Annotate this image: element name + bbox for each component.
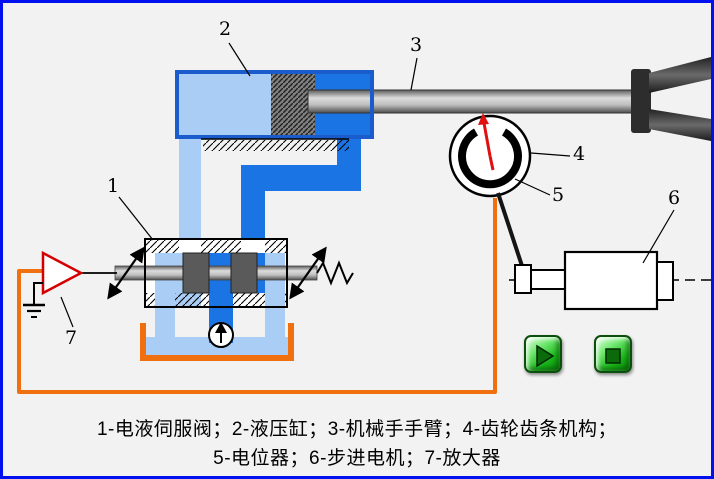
play-icon bbox=[536, 344, 555, 368]
valve-spring-right bbox=[316, 260, 354, 286]
ground-lead bbox=[33, 282, 43, 305]
amplifier-triangle bbox=[41, 250, 84, 296]
valve-outline bbox=[144, 238, 288, 308]
leader-2 bbox=[228, 42, 251, 77]
valve-wall-hatch bbox=[145, 293, 155, 307]
valve-wall-hatch bbox=[265, 239, 287, 253]
play-button[interactable] bbox=[524, 335, 562, 373]
motor-linkage bbox=[496, 192, 527, 276]
tank-wall-left bbox=[140, 323, 146, 361]
valve-wall-hatch bbox=[201, 239, 241, 253]
spool-land-right bbox=[230, 252, 258, 294]
tank-wall-bottom bbox=[140, 355, 294, 361]
leader-6 bbox=[642, 209, 675, 264]
pump-arrow-head bbox=[215, 322, 227, 333]
valve-wall-hatch bbox=[233, 293, 265, 307]
gear-potentiometer bbox=[448, 113, 532, 198]
valve-wall-hatch bbox=[145, 239, 179, 253]
leader-4 bbox=[530, 152, 571, 157]
motor-end-cap bbox=[656, 261, 674, 301]
valve-arrow-left bbox=[107, 246, 145, 300]
valve-arrow-right bbox=[289, 246, 327, 300]
label-7: 7 bbox=[65, 327, 78, 349]
return-pipe-right bbox=[265, 307, 285, 343]
label-3: 3 bbox=[410, 34, 423, 56]
claw-upper-jaw bbox=[649, 57, 711, 93]
needle-arrowhead bbox=[478, 113, 489, 125]
tank-wall-right bbox=[288, 323, 294, 361]
caption-line-1: 1-电液伺服阀；2-液压缸；3-机械手手臂；4-齿轮齿条机构； bbox=[96, 419, 618, 440]
valve-wall-hatch bbox=[175, 293, 209, 307]
label-2: 2 bbox=[219, 18, 232, 40]
spool-land-left bbox=[182, 252, 210, 294]
label-4: 4 bbox=[573, 143, 586, 165]
leader-7 bbox=[60, 296, 74, 328]
claw-lower-jaw bbox=[649, 109, 711, 141]
cylinder-mount-hatch bbox=[203, 140, 349, 151]
needle-tail bbox=[488, 155, 495, 171]
manipulator-arm bbox=[307, 89, 639, 114]
label-6: 6 bbox=[668, 187, 681, 209]
cylinder-frame bbox=[175, 70, 374, 139]
leader-3 bbox=[410, 57, 418, 91]
pipe-blue-L bbox=[241, 137, 361, 241]
label-1: 1 bbox=[107, 175, 120, 197]
caption-line-2: 5-电位器；6-步进电机；7-放大器 bbox=[213, 448, 501, 469]
leader-5 bbox=[514, 178, 551, 196]
feedback-wire bbox=[17, 198, 497, 394]
potentiometer-arc bbox=[458, 128, 522, 189]
stop-icon bbox=[605, 348, 621, 364]
stepper-motor-assembly bbox=[496, 192, 711, 311]
motor-shaft bbox=[530, 269, 566, 290]
pipe-light-vertical bbox=[179, 138, 201, 240]
amplifier bbox=[23, 250, 117, 318]
return-pipe-left bbox=[155, 307, 175, 343]
needle bbox=[482, 122, 492, 157]
leader-1 bbox=[118, 196, 154, 241]
servo-valve bbox=[107, 238, 354, 309]
cylinder-chamber-left bbox=[179, 74, 271, 135]
valve-port-center-down bbox=[209, 293, 233, 309]
leader-lines bbox=[60, 42, 675, 328]
motor-body bbox=[563, 250, 659, 311]
diagram-canvas bbox=[17, 42, 711, 394]
label-5: 5 bbox=[552, 184, 565, 206]
gripper-claw bbox=[631, 57, 711, 141]
claw-base bbox=[631, 69, 651, 133]
stop-button[interactable] bbox=[594, 335, 632, 373]
pump-symbol bbox=[208, 322, 234, 348]
pipe-blue-horizontal bbox=[241, 165, 361, 191]
motor-coupling bbox=[514, 264, 532, 294]
